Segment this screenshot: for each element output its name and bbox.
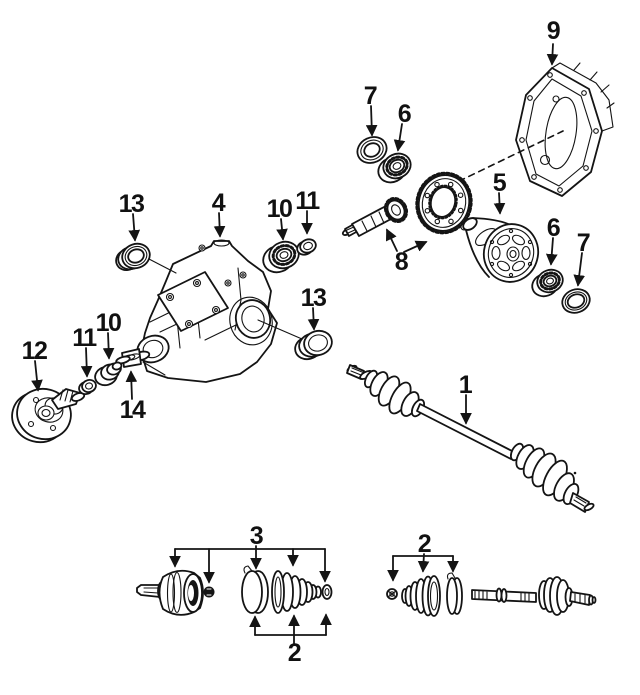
callout-2-boot-kit-left[interactable]: 2 <box>288 639 303 667</box>
bracket-outer-joint-kit <box>169 548 331 584</box>
left-seal-leader <box>148 258 177 274</box>
callout-12-flange[interactable]: 12 <box>22 337 49 365</box>
boot-ring-right-drawing <box>386 588 398 600</box>
right-seal-leader <box>257 319 303 340</box>
cv-boot-right-drawing <box>401 575 441 617</box>
snap-ring-drawing <box>203 586 215 598</box>
flange-nut-drawing <box>78 379 97 395</box>
differential-cover-drawing <box>515 62 615 197</box>
callout-10-upper-bearing[interactable]: 10 <box>267 195 294 223</box>
callout-7-pinion-seal[interactable]: 7 <box>364 82 379 110</box>
cv-boot-left-drawing <box>271 570 322 614</box>
callout-9-cover[interactable]: 9 <box>547 17 562 45</box>
inner-joint-shaft-drawing <box>471 576 597 616</box>
callout-7-side-seal[interactable]: 7 <box>577 229 592 257</box>
flange-boot-drawing <box>94 361 123 387</box>
side-seal-drawing <box>561 288 591 314</box>
callout-13-right-seal[interactable]: 13 <box>301 284 328 312</box>
cover-assembly-leader <box>448 130 564 187</box>
pinion-bearing-drawing <box>377 152 412 184</box>
callout-13-left-seal[interactable]: 13 <box>119 190 146 218</box>
callout-6-pinion-bearing[interactable]: 6 <box>398 100 413 128</box>
callout-8-ring-and-pinion[interactable]: 8 <box>395 248 411 276</box>
side-bearing-drawing <box>531 268 564 298</box>
left-seal-drawing <box>115 242 151 272</box>
outer-cv-joint-drawing <box>136 569 204 616</box>
ring-gear-drawing <box>415 171 473 235</box>
callout-14-stub-shaft[interactable]: 14 <box>120 396 148 424</box>
bracket-boot-kit-left <box>249 613 332 645</box>
boot-clamp-large-drawing <box>241 565 269 614</box>
callout-arrows <box>31 43 586 573</box>
axle-shaft-drawing <box>346 364 595 513</box>
callout-2-boot-kit-right[interactable]: 2 <box>418 530 433 558</box>
callout-1-axle-shaft[interactable]: 1 <box>459 371 475 399</box>
flange-drawing <box>11 387 86 444</box>
drive-pinion-drawing <box>341 196 409 237</box>
boot-cap-drawing <box>321 584 333 600</box>
callout-11-flange-nut[interactable]: 11 <box>72 324 99 352</box>
right-seal-drawing <box>294 329 333 361</box>
carrier-housing-drawing <box>136 239 278 383</box>
callout-6-side-bearing[interactable]: 6 <box>547 214 562 242</box>
upper-bearing-drawing <box>262 240 300 274</box>
callout-11-upper-seal[interactable]: 11 <box>295 187 322 215</box>
pinion-seal-drawing <box>356 136 388 164</box>
stub-shaft-drawing <box>115 348 151 368</box>
callout-4-carrier[interactable]: 4 <box>212 189 228 217</box>
callout-5-diff-case[interactable]: 5 <box>493 169 509 197</box>
callout-10-flange-boot[interactable]: 10 <box>96 309 123 337</box>
upper-seal-drawing <box>296 238 317 256</box>
callout-3-outer-joint-kit[interactable]: 3 <box>250 522 265 550</box>
boot-clamp-right-drawing <box>446 572 463 615</box>
differential-case-drawing <box>460 217 540 283</box>
